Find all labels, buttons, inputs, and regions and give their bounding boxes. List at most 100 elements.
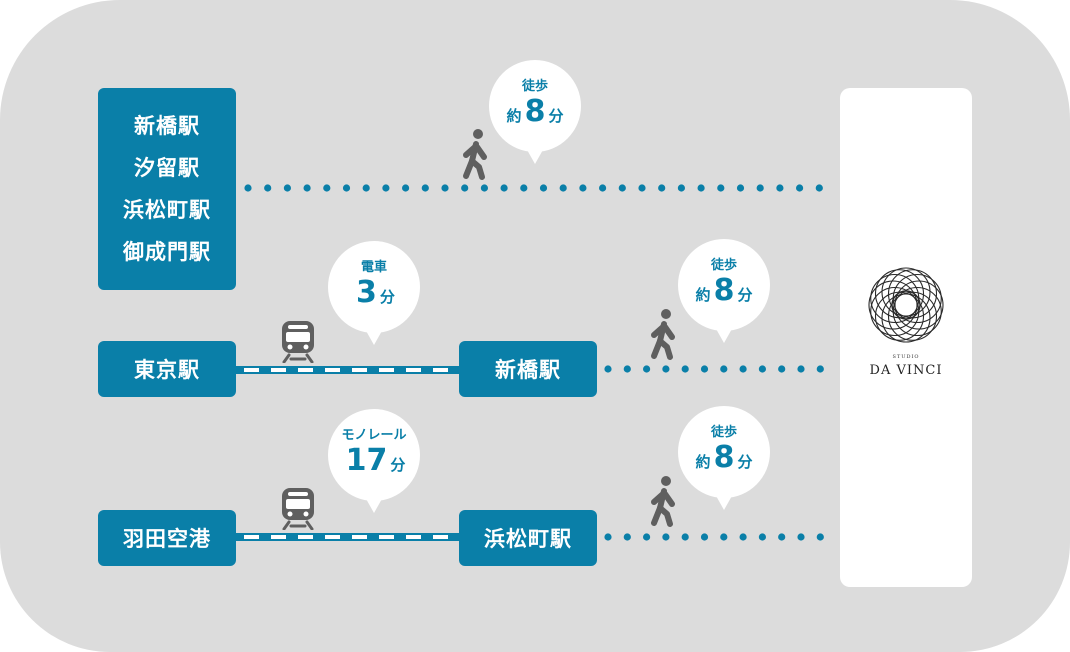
track-dash bbox=[271, 368, 286, 372]
path-dot bbox=[776, 184, 784, 192]
logo-ring bbox=[870, 286, 920, 337]
station-hamamatsucho-transfer: 浜松町駅 bbox=[459, 510, 597, 566]
path-dot bbox=[244, 184, 252, 192]
track-dash bbox=[433, 368, 448, 372]
logo-name-text: DA VINCI bbox=[869, 363, 943, 378]
path-dot bbox=[815, 184, 823, 192]
track-dash bbox=[298, 535, 313, 539]
path-dot bbox=[604, 533, 612, 541]
path-dot bbox=[797, 533, 805, 541]
train-icon bbox=[282, 321, 314, 363]
path-dot bbox=[720, 365, 728, 373]
path-dot bbox=[697, 184, 705, 192]
path-dot bbox=[604, 365, 612, 373]
station-shimbashi-label: 新橋駅 bbox=[134, 114, 200, 138]
track-dash bbox=[325, 535, 340, 539]
path-dot bbox=[520, 184, 528, 192]
path-dot bbox=[662, 365, 670, 373]
track-dash bbox=[244, 535, 259, 539]
path-dot bbox=[816, 365, 824, 373]
station-group-top: 新橋駅 汐留駅 浜松町駅 御成門駅 bbox=[98, 88, 236, 290]
path-dot bbox=[643, 365, 651, 373]
path-dot bbox=[717, 184, 725, 192]
dotted-line bbox=[244, 184, 823, 192]
station-hamamatsucho-transfer-label: 浜松町駅 bbox=[484, 527, 572, 551]
destination-card: STUDIO DA VINCI bbox=[840, 88, 972, 587]
path-dot bbox=[720, 533, 728, 541]
station-shimbashi-transfer: 新橋駅 bbox=[459, 341, 597, 397]
track-dash bbox=[325, 368, 340, 372]
track-dash bbox=[406, 535, 421, 539]
walk-label: 徒歩 bbox=[710, 425, 737, 440]
walk-path-1 bbox=[244, 184, 823, 192]
path-dot bbox=[342, 184, 351, 192]
path-dot bbox=[362, 184, 370, 192]
station-onarimon-label: 御成門駅 bbox=[123, 240, 211, 264]
path-dot bbox=[283, 184, 291, 192]
path-dot bbox=[480, 184, 488, 192]
path-dot bbox=[618, 184, 626, 192]
walker-icon bbox=[651, 309, 675, 360]
logo-studio-text: STUDIO bbox=[892, 354, 920, 360]
train-line-2 bbox=[236, 366, 460, 374]
track-dash bbox=[433, 535, 448, 539]
station-haneda-label: 羽田空港 bbox=[123, 527, 211, 551]
logo-ring bbox=[887, 269, 938, 319]
path-dot bbox=[402, 184, 410, 192]
path-dot bbox=[681, 365, 689, 373]
path-dot bbox=[756, 184, 764, 192]
station-shiodome-label: 汐留駅 bbox=[134, 156, 200, 180]
train-icon bbox=[282, 488, 314, 530]
path-dot bbox=[303, 184, 311, 192]
path-dot bbox=[421, 184, 429, 192]
path-dot bbox=[797, 365, 805, 373]
path-dot bbox=[700, 365, 709, 373]
path-dot bbox=[796, 184, 804, 192]
studio-logo-icon bbox=[868, 267, 944, 343]
walk-label: 徒歩 bbox=[710, 258, 737, 273]
walk-path-2 bbox=[604, 365, 824, 373]
walker-icon bbox=[463, 129, 487, 180]
walk-label: 徒歩 bbox=[521, 79, 548, 94]
logo-ring bbox=[892, 273, 942, 324]
path-dot bbox=[736, 184, 745, 192]
path-dot bbox=[778, 365, 786, 373]
station-tokyo-label: 東京駅 bbox=[134, 358, 200, 382]
path-dot bbox=[739, 533, 747, 541]
logo-ring bbox=[868, 280, 918, 330]
track-dash bbox=[379, 535, 394, 539]
path-dot bbox=[579, 184, 587, 192]
track-dash bbox=[379, 368, 394, 372]
path-dot bbox=[643, 533, 651, 541]
path-dot bbox=[323, 184, 331, 192]
path-dot bbox=[623, 533, 631, 541]
path-dot bbox=[662, 533, 670, 541]
track-dash bbox=[298, 368, 313, 372]
path-dot bbox=[382, 184, 390, 192]
walk-path-3 bbox=[604, 533, 824, 541]
track-dash bbox=[352, 535, 367, 539]
track-dash bbox=[406, 368, 421, 372]
path-dot bbox=[681, 533, 689, 541]
path-dot bbox=[638, 184, 646, 192]
path-dot bbox=[623, 365, 631, 373]
path-dot bbox=[539, 184, 548, 192]
logo-ring bbox=[874, 269, 925, 319]
path-dot bbox=[758, 365, 766, 373]
station-haneda: 羽田空港 bbox=[98, 510, 236, 566]
track-dash bbox=[271, 535, 286, 539]
path-dot bbox=[500, 184, 508, 192]
path-dot bbox=[264, 184, 272, 192]
path-dot bbox=[700, 533, 709, 541]
train-label: 電車 bbox=[360, 260, 387, 275]
